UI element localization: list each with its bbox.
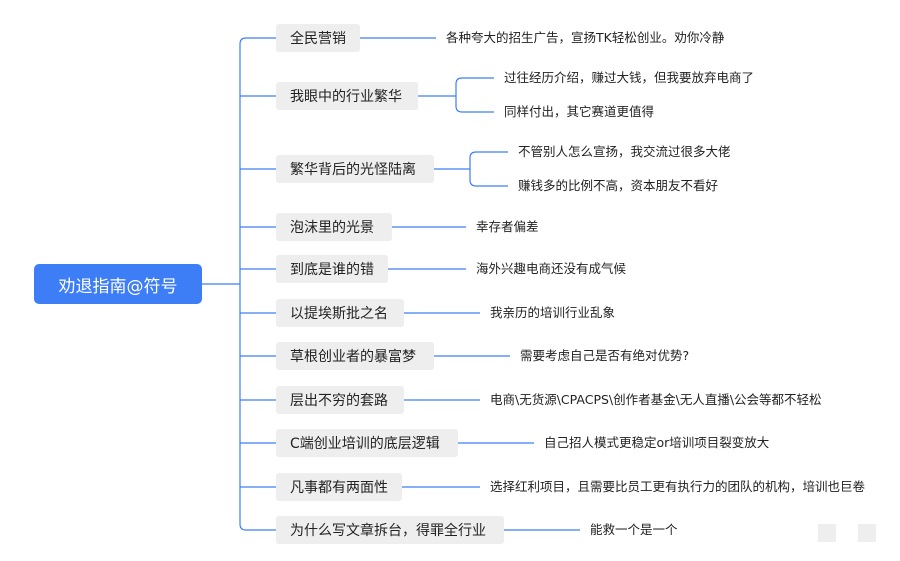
branch-label: 泡沫里的光景 [290,220,374,236]
branch-node[interactable]: 繁华背后的光怪陆离 [276,155,434,183]
leaf-connector [469,169,508,187]
leaf-connector [469,151,508,169]
leaf-node[interactable]: 能救一个是一个 [590,522,678,537]
leaf-node[interactable]: 自己招人模式更稳定or培训项目裂变放大 [544,435,770,450]
branch-label: 凡事都有两面性 [290,480,388,496]
leaf-node[interactable]: 赚钱多的比例不高，资本朋友不看好 [518,178,719,193]
trunk-line [239,37,247,531]
branch-label: 草根创业者的暴富梦 [290,349,416,365]
root-node-label: 劝退指南@符号 [58,276,178,297]
leaf-node[interactable]: 过往经历介绍，赚过大钱，但我要放弃电商了 [504,70,755,85]
branch-node[interactable]: 凡事都有两面性 [276,473,402,501]
branch-node[interactable]: 全民营销 [276,24,360,52]
branch-label: 到底是谁的错 [290,262,374,278]
deco-square [818,524,836,542]
leaf-node[interactable]: 我亲历的培训行业乱象 [490,305,616,320]
root-node[interactable]: 劝退指南@符号 [34,264,202,304]
leaf-node[interactable]: 选择红利项目，且需要比员工更有执行力的团队的机构，培训也巨卷 [490,479,866,494]
leaf-node[interactable]: 幸存者偏差 [476,219,539,234]
branch-node[interactable]: 到底是谁的错 [276,255,388,283]
branch-node[interactable]: 草根创业者的暴富梦 [276,342,434,370]
branch-label: 层出不穷的套路 [290,393,388,409]
leaf-node[interactable]: 同样付出，其它赛道更值得 [504,104,655,119]
branch-label: 为什么写文章拆台，得罪全行业 [290,523,486,539]
leaf-node[interactable]: 海外兴趣电商还没有成气候 [476,261,627,276]
branch-node[interactable]: C端创业培训的底层逻辑 [276,429,458,457]
branch-node[interactable]: 以提埃斯批之名 [276,299,404,327]
branch-label: C端创业培训的底层逻辑 [290,436,440,452]
leaf-connector [455,77,494,96]
deco-square [858,524,876,542]
branch-node[interactable]: 我眼中的行业繁华 [276,82,418,110]
leaf-node[interactable]: 各种夸大的招生广告，宣扬TK轻松创业。劝你冷静 [446,30,725,45]
leaf-node[interactable]: 需要考虑自己是否有绝对优势? [520,348,690,363]
branch-label: 以提埃斯批之名 [290,306,388,322]
leaf-connector [455,96,494,113]
branch-label: 全民营销 [290,31,346,47]
leaf-node[interactable]: 电商\无货源\CPACPS\创作者基金\无人直播\公会等都不轻松 [490,392,822,407]
branch-label: 繁华背后的光怪陆离 [290,162,416,178]
leaf-node[interactable]: 不管别人怎么宣扬，我交流过很多大佬 [518,144,731,159]
branch-node[interactable]: 泡沫里的光景 [276,213,392,241]
branch-node[interactable]: 为什么写文章拆台，得罪全行业 [276,516,504,544]
branch-node[interactable]: 层出不穷的套路 [276,386,404,414]
branch-label: 我眼中的行业繁华 [290,89,402,105]
